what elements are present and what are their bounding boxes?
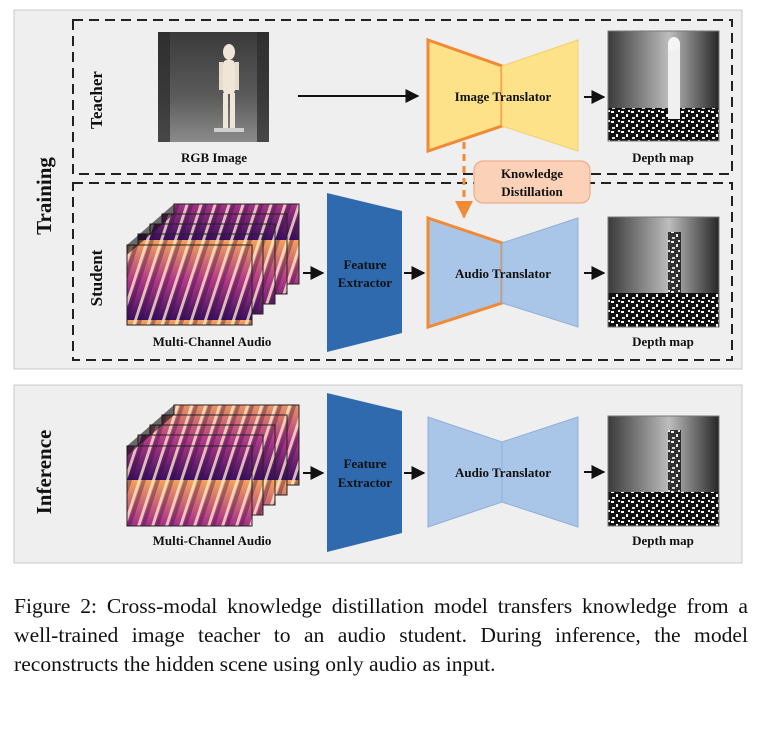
inference-translator-label: Audio Translator <box>455 465 551 480</box>
distillation-line1: Knowledge <box>501 166 563 181</box>
student-translator-label: Audio Translator <box>455 266 551 281</box>
inference-depth-map <box>607 415 720 527</box>
inference-label: Inference <box>32 430 56 515</box>
inference-extractor-line1: Feature <box>343 456 386 471</box>
teacher-depth-label: Depth map <box>632 150 694 165</box>
student-audio-label: Multi-Channel Audio <box>153 334 272 349</box>
inference-depth-label: Depth map <box>632 533 694 548</box>
training-label: Training <box>32 157 56 235</box>
student-box <box>72 182 733 361</box>
student-audio-stack <box>126 203 300 326</box>
inference-feature-extractor <box>327 393 402 552</box>
figure-caption: Figure 2: Cross-modal knowledge distilla… <box>14 594 748 676</box>
student-label: Student <box>87 249 106 306</box>
student-feature-extractor <box>327 193 402 352</box>
distillation-line2: Distillation <box>501 184 563 199</box>
inference-extractor-line2: Extractor <box>338 475 392 490</box>
image-translator-label: Image Translator <box>455 89 552 104</box>
student-depth-map <box>607 216 720 328</box>
inference-audio-stack <box>126 404 300 527</box>
rgb-image-label: RGB Image <box>181 150 247 165</box>
student-translator-decoder <box>501 217 579 328</box>
teacher-label: Teacher <box>87 71 106 129</box>
inference-audio-label: Multi-Channel Audio <box>153 533 272 548</box>
student-depth-label: Depth map <box>632 334 694 349</box>
student-extractor-line2: Extractor <box>338 275 392 290</box>
student-extractor-line1: Feature <box>343 257 386 272</box>
rgb-image <box>158 32 269 142</box>
distillation-box <box>473 160 591 204</box>
teacher-box <box>72 19 733 175</box>
inference-translator-decoder <box>501 416 579 528</box>
teacher-depth-map <box>607 30 720 142</box>
image-translator-decoder <box>501 39 579 152</box>
